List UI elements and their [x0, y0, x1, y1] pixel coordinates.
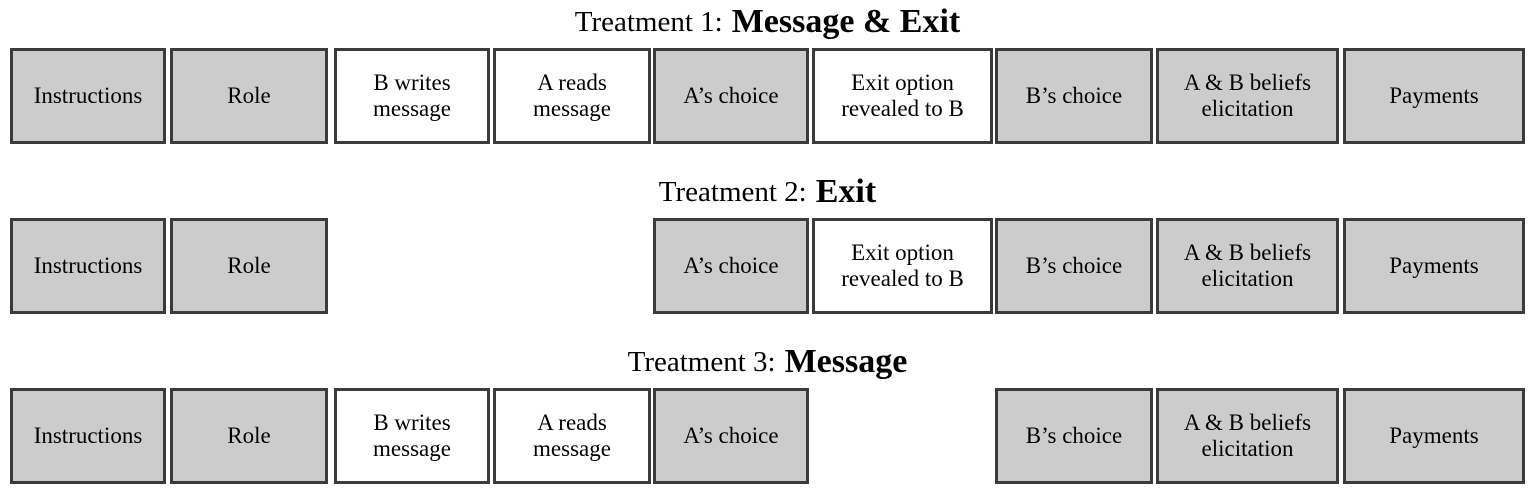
stage-box-role: Role	[170, 388, 328, 484]
treatment-title-name: Exit	[815, 173, 877, 210]
treatment-title-name: Message & Exit	[731, 3, 961, 40]
stage-box-as_choice: A’s choice	[653, 48, 809, 144]
stage-label: B’s choice	[1025, 83, 1123, 108]
stage-label: Instructions	[33, 423, 143, 448]
stage-slot-empty-exit_option	[812, 388, 993, 484]
stage-box-as_choice: A’s choice	[653, 218, 809, 314]
stage-box-role: Role	[170, 218, 328, 314]
stage-label: Instructions	[33, 83, 143, 108]
treatment-title-prefix: Treatment 2:	[658, 175, 807, 208]
stage-box-payments: Payments	[1343, 218, 1525, 314]
stage-label: B’s choice	[1025, 253, 1123, 278]
stage-box-bs_choice: B’s choice	[995, 218, 1153, 314]
treatment-title-prefix: Treatment 1:	[574, 5, 723, 38]
stage-label: A’s choice	[683, 423, 779, 448]
treatment-title-prefix: Treatment 3:	[627, 345, 776, 378]
stage-label: Instructions	[33, 253, 143, 278]
stage-label: A’s choice	[683, 253, 779, 278]
stage-label: A’s choice	[683, 83, 779, 108]
stage-label: Payments	[1389, 83, 1479, 108]
treatment-title-name: Message	[784, 343, 908, 380]
stage-box-as_choice: A’s choice	[653, 388, 809, 484]
stage-label: Payments	[1389, 423, 1479, 448]
stage-slot-empty-a_reads_message	[493, 218, 651, 314]
stage-box-payments: Payments	[1343, 48, 1525, 144]
treatment-title-3: Treatment 3:Message	[0, 342, 1535, 382]
stage-slot-empty-b_writes_message	[334, 218, 490, 314]
stage-label: Role	[227, 423, 271, 448]
stage-box-role: Role	[170, 48, 328, 144]
stage-box-payments: Payments	[1343, 388, 1525, 484]
stage-box-bs_choice: B’s choice	[995, 388, 1153, 484]
stage-label: Role	[227, 83, 271, 108]
stage-label: Payments	[1389, 253, 1479, 278]
stage-label: Role	[227, 253, 271, 278]
stage-box-instructions: Instructions	[10, 218, 166, 314]
stage-box-bs_choice: B’s choice	[995, 48, 1153, 144]
stage-box-instructions: Instructions	[10, 48, 166, 144]
stage-label: B’s choice	[1025, 423, 1123, 448]
stage-box-instructions: Instructions	[10, 388, 166, 484]
treatment-title-1: Treatment 1:Message & Exit	[0, 2, 1535, 42]
treatment-title-2: Treatment 2:Exit	[0, 172, 1535, 212]
